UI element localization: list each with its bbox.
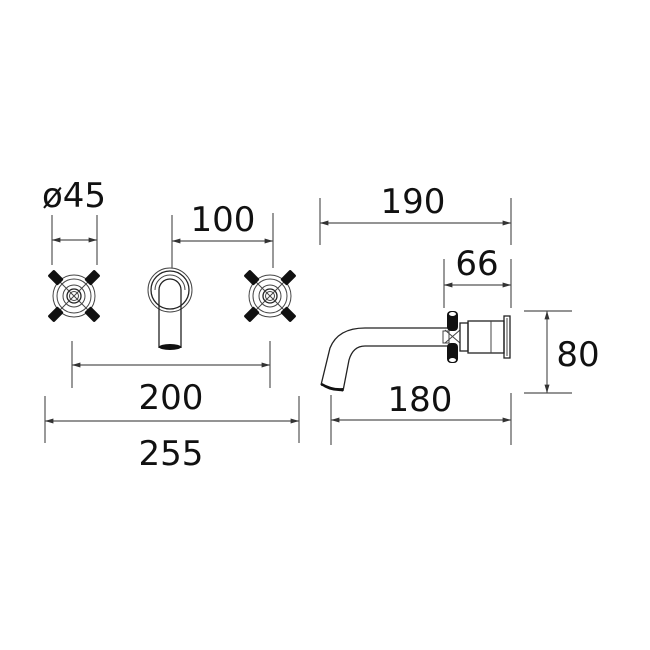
left-cross-handle-icon — [48, 270, 100, 322]
dimension-label: 80 — [556, 335, 599, 375]
right-cross-handle-icon — [244, 270, 296, 322]
dimension-handle-to-spout: 100 — [171, 200, 274, 268]
spout-side-icon — [320, 327, 453, 392]
side-view: 190 66 80 180 — [319, 182, 600, 445]
dimension-label: 190 — [381, 182, 446, 222]
dimension-overall-projection: 190 — [319, 182, 512, 245]
handle-side-icon — [442, 311, 511, 363]
dimension-label: 100 — [191, 200, 256, 240]
front-view: ø45 100 200 255 — [42, 176, 300, 474]
dimension-handle-diameter: ø45 — [42, 176, 106, 265]
dimension-spout-projection: 180 — [330, 380, 512, 445]
dimension-label: 200 — [139, 378, 204, 418]
dimension-overall-width: 255 — [44, 396, 300, 474]
dimension-handle-centres: 200 — [71, 341, 271, 418]
dimension-label: 255 — [139, 434, 204, 474]
dimension-label: 180 — [388, 380, 453, 420]
dimension-handle-projection: 66 — [443, 244, 512, 308]
dimension-label: 66 — [455, 244, 498, 284]
spout-front-icon — [147, 267, 193, 350]
dimension-backplate-height: 80 — [524, 310, 600, 394]
dimension-label: ø45 — [42, 176, 106, 216]
